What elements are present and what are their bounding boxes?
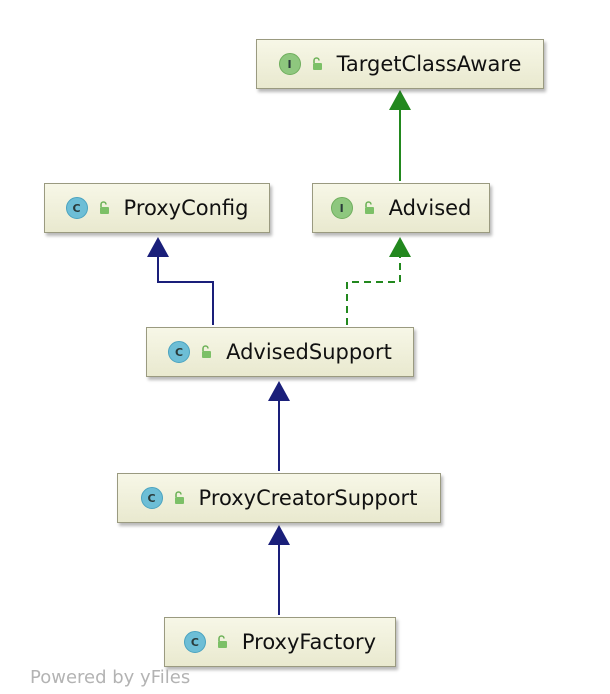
- node-label: ProxyConfig: [123, 196, 249, 220]
- class-icon: C: [65, 197, 88, 219]
- unlocked-icon: [217, 635, 227, 648]
- interface-icon: I: [330, 197, 353, 219]
- unlocked-icon: [312, 57, 322, 70]
- edge-advisedsupport-to-advised: [346, 237, 411, 325]
- class-icon: C: [140, 487, 163, 509]
- yfiles-watermark: Powered by yFiles: [30, 667, 191, 688]
- node-label: ProxyCreatorSupport: [198, 486, 418, 510]
- edge-proxycreatorsupport-to-advisedsupport: [268, 381, 290, 471]
- edge-advisedsupport-to-proxyconfig: [147, 237, 214, 325]
- node-advised-support[interactable]: C AdvisedSupport: [146, 327, 414, 377]
- node-advised[interactable]: I Advised: [312, 183, 490, 233]
- node-label: AdvisedSupport: [226, 340, 392, 364]
- node-target-class-aware[interactable]: I TargetClassAware: [256, 39, 544, 89]
- edge-advised-to-targetclassaware: [389, 90, 411, 181]
- node-label: Advised: [388, 196, 472, 220]
- unlocked-icon: [364, 201, 374, 214]
- class-icon: C: [168, 341, 191, 363]
- unlocked-icon: [202, 345, 212, 358]
- node-proxy-config[interactable]: C ProxyConfig: [44, 183, 270, 233]
- unlocked-icon: [99, 201, 109, 214]
- node-label: TargetClassAware: [336, 52, 522, 76]
- unlocked-icon: [174, 491, 184, 504]
- node-proxy-factory[interactable]: C ProxyFactory: [164, 617, 396, 667]
- node-label: ProxyFactory: [241, 630, 377, 654]
- node-proxy-creator-support[interactable]: C ProxyCreatorSupport: [117, 473, 441, 523]
- edge-proxyfactory-to-proxycreatorsupport: [268, 525, 290, 615]
- class-icon: C: [183, 631, 206, 653]
- interface-icon: I: [278, 53, 301, 75]
